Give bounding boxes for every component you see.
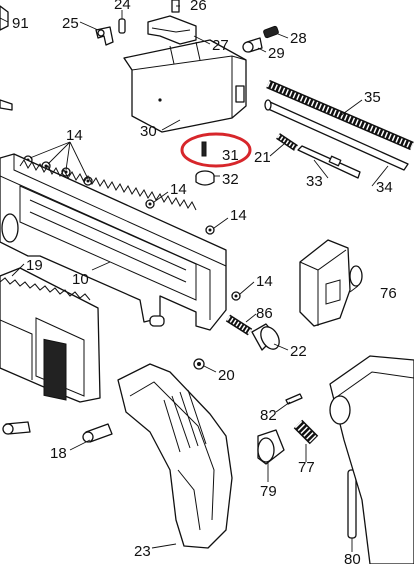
callout-32: 32: [222, 171, 239, 188]
callout-26: 26: [190, 0, 207, 14]
leader-lines: [0, 5, 389, 552]
part-10-frame: [0, 153, 227, 331]
callout-28: 28: [290, 30, 307, 47]
part-14-screws-group: [23, 155, 241, 301]
callout-31: 31: [222, 147, 239, 164]
part-25-hook: [95, 26, 114, 46]
callout-24: 24: [114, 0, 131, 13]
callout-76: 76: [380, 285, 397, 302]
callout-labels: 24 26 25 91 28 27 29 35 14 30 31 21 32 3…: [12, 0, 397, 564]
part-82-pin: [285, 393, 303, 405]
callout-20: 20: [218, 367, 235, 384]
callout-80: 80: [344, 551, 361, 564]
part-34-guide-rod: [264, 99, 409, 171]
part-18-screws: [2, 421, 113, 443]
part-19-lower-frame: [0, 267, 101, 403]
part-lower-right-grip: [329, 355, 414, 564]
callout-18: 18: [50, 445, 67, 462]
part-91-partial: [0, 5, 9, 31]
callout-25: 25: [62, 15, 79, 32]
callout-27: 27: [212, 37, 229, 54]
part-35-recoil-spring: [266, 79, 414, 151]
part-22-knob: [251, 323, 280, 351]
callout-86: 86: [256, 305, 273, 322]
part-33-firing-pin: [297, 145, 361, 179]
callout-35: 35: [364, 89, 381, 106]
callout-79: 79: [260, 483, 277, 500]
part-28-spring: [263, 25, 279, 39]
callout-14-a: 14: [66, 127, 83, 144]
callout-10: 10: [72, 271, 89, 288]
part-21-spring: [276, 133, 298, 151]
part-76-block: [299, 239, 363, 327]
part-27-lever: [147, 15, 197, 45]
part-80-pin: [347, 469, 357, 539]
part-23-grip: [117, 363, 233, 549]
callout-22: 22: [290, 343, 307, 360]
callout-77: 77: [298, 459, 315, 476]
callout-23: 23: [134, 543, 151, 560]
callout-33: 33: [306, 173, 323, 190]
callout-14-d: 14: [256, 273, 273, 290]
callout-14-b: 14: [170, 181, 187, 198]
part-32-screw: [195, 170, 215, 186]
callout-21: 21: [254, 149, 271, 166]
part-86-spring: [225, 314, 253, 336]
callout-82: 82: [260, 407, 277, 424]
callout-30: 30: [140, 123, 157, 140]
callout-29: 29: [268, 45, 285, 62]
part-24-pin: [118, 18, 126, 34]
part-side-screw: [0, 99, 13, 111]
part-77-spring: [293, 419, 319, 445]
part-79-button: [257, 429, 285, 465]
callout-19: 19: [26, 257, 43, 274]
part-29-plunger: [242, 37, 263, 53]
part-20-screw: [193, 358, 205, 370]
callout-34: 34: [376, 179, 393, 196]
part-31-pin: [201, 141, 207, 157]
callout-91: 91: [12, 15, 29, 32]
callout-14-c: 14: [230, 207, 247, 224]
highlight-circle: [180, 132, 252, 168]
part-30-receiver-block: [123, 39, 247, 133]
